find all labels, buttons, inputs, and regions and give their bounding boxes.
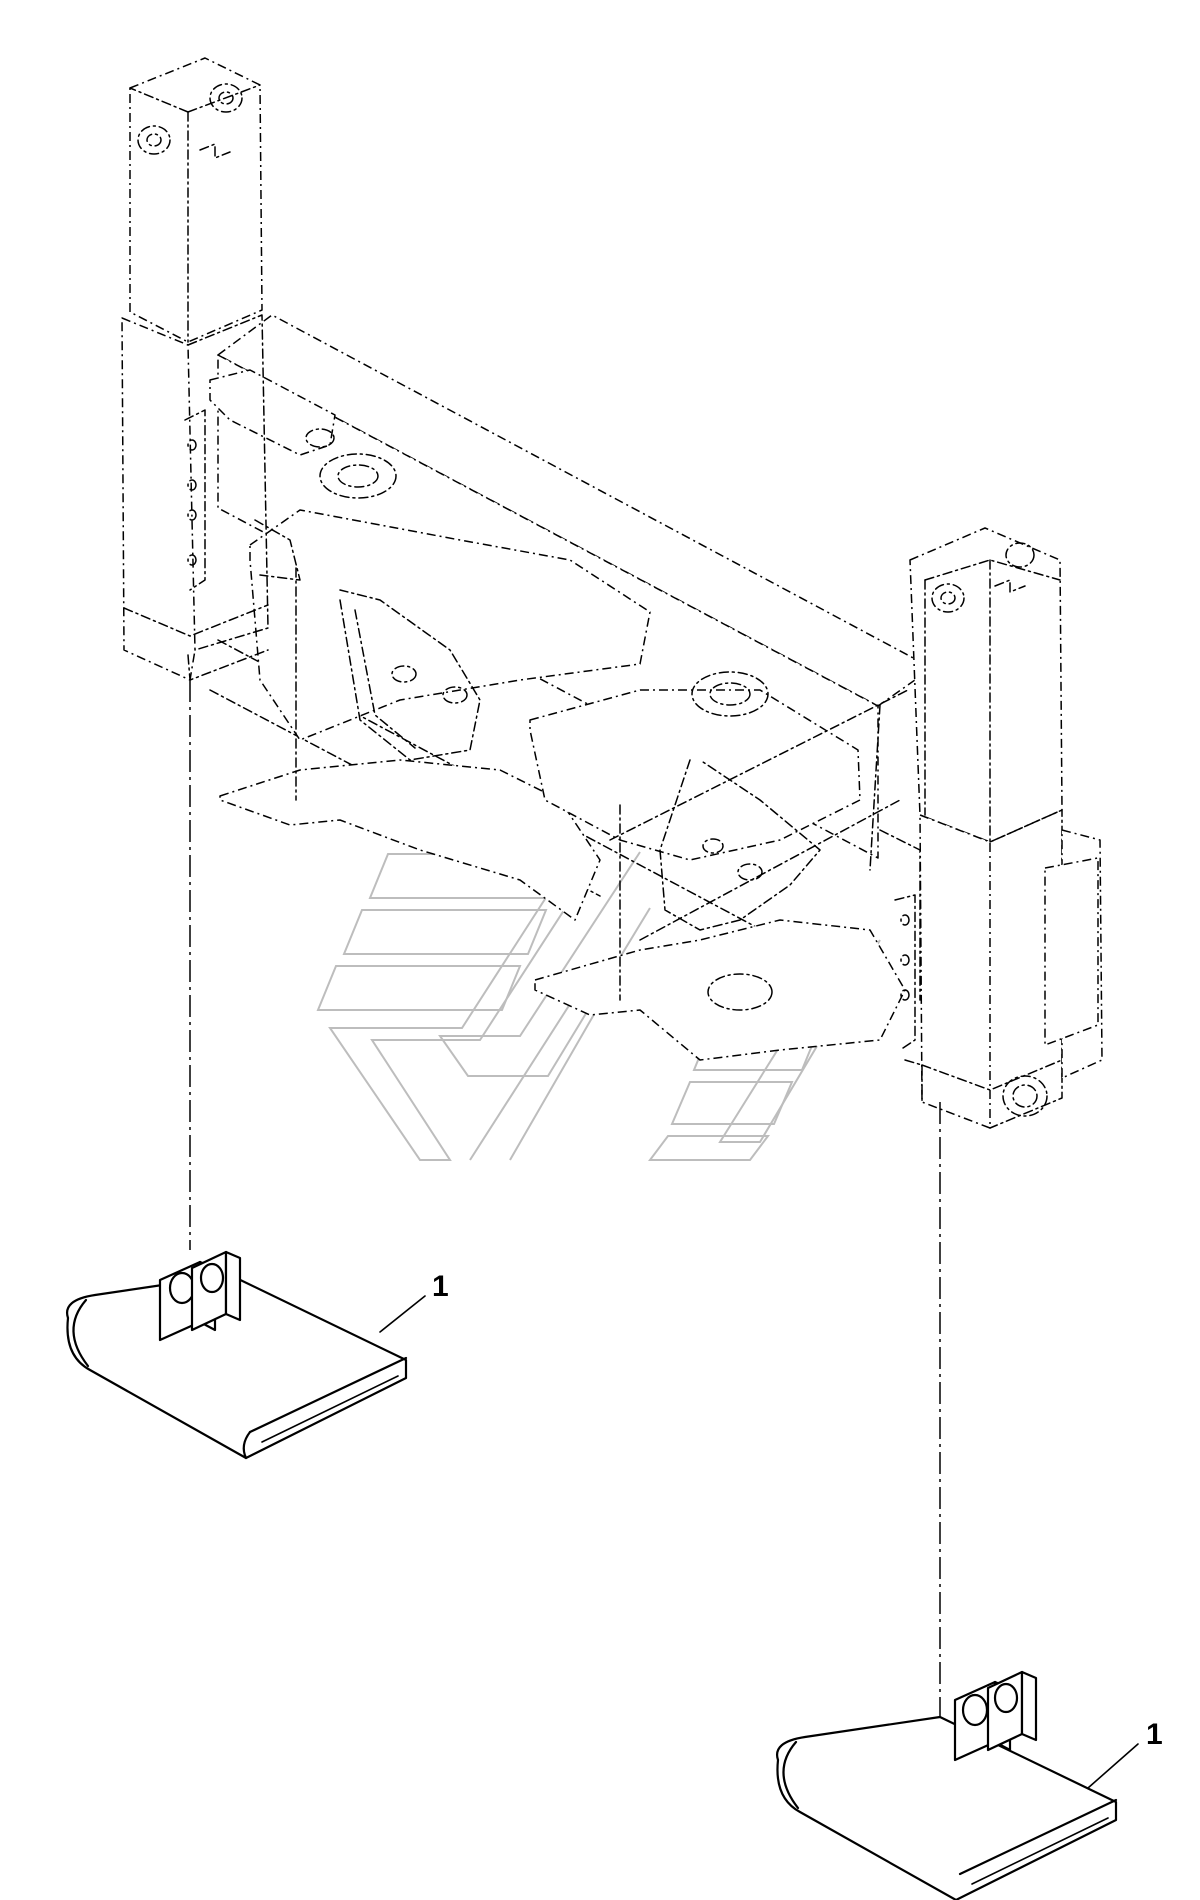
feeler-pad-left-icon[interactable]: [66, 1250, 408, 1460]
callout-label: 1: [1146, 1718, 1163, 1751]
feeler-pad-right-icon[interactable]: [776, 1670, 1118, 1900]
main-frame-assembly: [209, 314, 933, 1061]
callout-1-right: 1: [1087, 1718, 1163, 1789]
watermark-logo-icon: [316, 851, 881, 1161]
callout-label: 1: [432, 1270, 449, 1303]
callout-1-left: 1: [379, 1270, 449, 1333]
exploded-axis-lines: [189, 680, 941, 1795]
right-column: [894, 527, 1103, 1129]
left-column: [121, 57, 269, 681]
